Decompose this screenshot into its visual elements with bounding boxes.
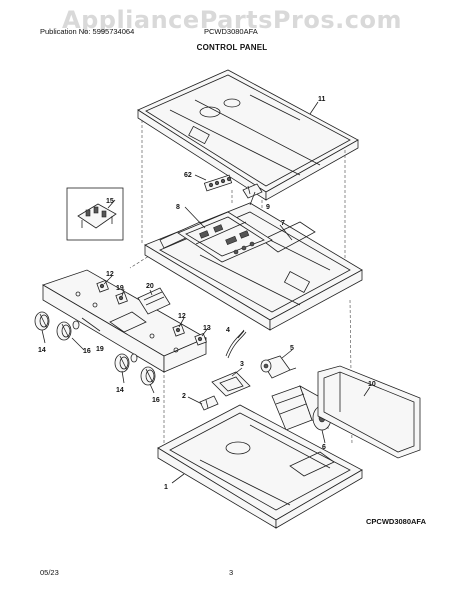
callout-62: 62	[184, 172, 192, 179]
callout-12b: 12	[178, 313, 186, 320]
callout-19: 19	[116, 285, 124, 292]
callout-15: 15	[106, 198, 114, 205]
callout-16b: 16	[152, 397, 160, 404]
part-15-inset	[66, 187, 124, 241]
callout-14a: 14	[38, 347, 46, 354]
part-4-wire	[225, 329, 247, 359]
watermark: AppliancePartsPros.com	[62, 6, 402, 34]
part-20-display-lens	[137, 287, 171, 315]
diagram-model-code: CPCWD3080AFA	[365, 517, 426, 526]
callout-8: 8	[176, 204, 180, 211]
callout-16a: 16	[83, 348, 91, 355]
part-10-rear-panel	[317, 365, 421, 459]
callout-14b: 14	[116, 387, 124, 394]
part-7-chassis	[144, 202, 363, 331]
part-9-bracket	[242, 183, 263, 199]
model-number: PCWD3080AFA	[204, 27, 258, 36]
part-5-switch	[260, 355, 297, 379]
callout-19-label: 19	[96, 346, 104, 353]
callout-3: 3	[240, 361, 244, 368]
callout-5: 5	[290, 345, 294, 352]
part-1-base	[157, 404, 363, 529]
callout-20: 20	[146, 283, 154, 290]
callout-12a: 12	[106, 271, 114, 278]
part-2-clip	[199, 395, 219, 411]
part-19-control-panel	[42, 269, 207, 373]
callout-2: 2	[182, 393, 186, 400]
callout-1: 1	[164, 484, 168, 491]
publication-number: Publication No: 5995734064	[40, 27, 135, 36]
callout-13: 13	[203, 325, 211, 332]
callout-10: 10	[368, 381, 376, 388]
knobs	[34, 311, 156, 386]
part-62-connector	[203, 174, 233, 192]
callout-labels: 11 62 9 8 7 15 12 19 20 12 13 19 14 16 1…	[38, 96, 376, 491]
callout-6: 6	[322, 444, 326, 451]
callout-9: 9	[266, 204, 270, 211]
part-11-top-cover	[137, 69, 359, 201]
leader-lines	[41, 101, 371, 484]
page-title: CONTROL PANEL	[196, 43, 268, 52]
footer-page-number: 3	[229, 568, 234, 577]
callout-4: 4	[226, 327, 230, 334]
switches	[96, 280, 207, 346]
callout-7: 7	[281, 220, 285, 227]
part-3-bracket	[211, 371, 251, 397]
callout-11: 11	[318, 96, 326, 103]
footer-date: 05/23	[40, 568, 59, 577]
